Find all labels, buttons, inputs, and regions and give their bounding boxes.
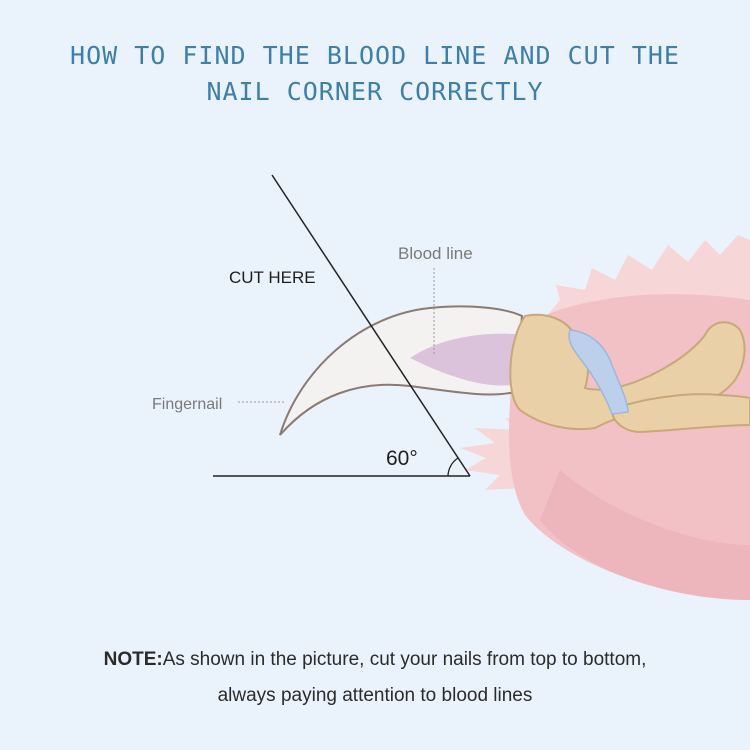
title-line-2: NAIL CORNER CORRECTLY <box>206 77 544 106</box>
cut-here-label: CUT HERE <box>229 268 316 287</box>
angle-label: 60° <box>386 447 418 470</box>
toe-shade <box>540 470 750 600</box>
fingernail-label: Fingernail <box>152 396 222 413</box>
vein <box>568 329 629 415</box>
note-text-1: As shown in the picture, cut your nails … <box>162 649 647 670</box>
note-label: NOTE: <box>103 649 163 670</box>
note-line-1: NOTE:As shown in the picture, cut your n… <box>0 646 750 674</box>
angle-arc <box>447 457 459 477</box>
cut-line <box>271 174 471 477</box>
bone-middle <box>610 393 750 434</box>
note-line-2: always paying attention to blood lines <box>217 685 533 706</box>
blood-line-label: Blood line <box>398 244 473 263</box>
blood-line-region <box>410 333 515 386</box>
title-line-1: HOW TO FIND THE BLOOD LINE AND CUT THE <box>70 41 680 70</box>
